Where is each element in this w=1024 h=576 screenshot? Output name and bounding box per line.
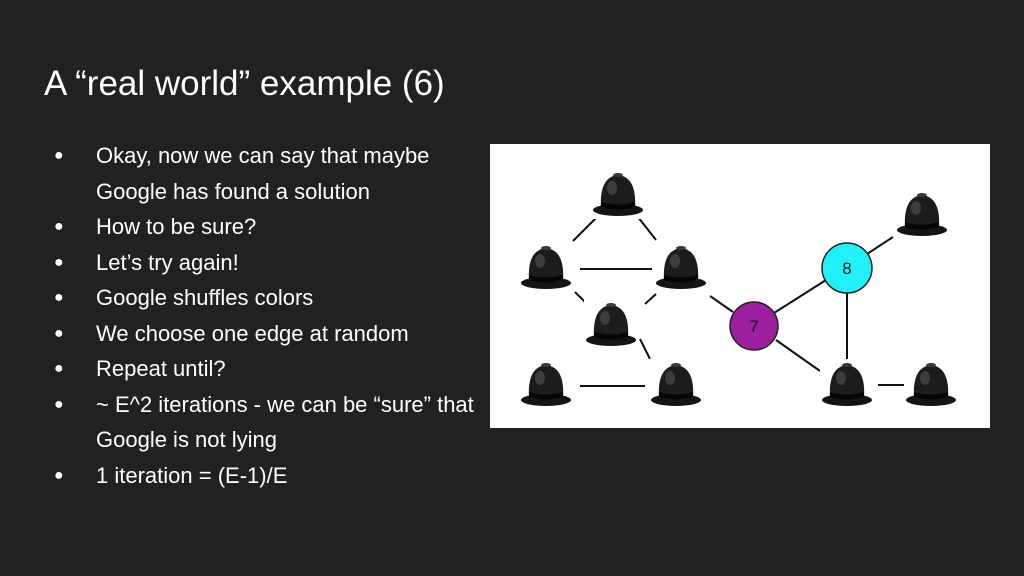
bowler-hat-icon [519,359,573,409]
graph-edges [572,216,904,387]
bowler-hat-icon [591,169,645,219]
graph-edge [572,216,598,242]
bullet-dot-icon: ● [54,360,64,377]
bullet-item: ●1 iteration = (E-1)/E [54,458,474,494]
bullet-dot-icon: ● [54,253,64,271]
graph-figure: 7 8 [490,144,990,428]
bullet-item: ●How to be sure? [54,209,474,245]
graph-edge [709,295,734,313]
bullet-dot-icon: ● [54,395,64,413]
bowler-hat-icon [895,189,949,239]
bullet-dot-icon: ● [54,147,64,164]
graph-node-8: 8 [821,242,873,294]
bowler-hat-icon [649,359,703,409]
graph-diagram: 7 8 [519,169,958,409]
bullet-item: ●Let’s try again! [54,245,474,281]
graph-edge [637,216,657,241]
bullet-item: ●~ E^2 iterations - we can be “sure” tha… [54,387,474,458]
bowler-hat-icon [820,359,874,409]
graph-node-7: 7 [729,301,779,351]
node-8-circle [821,242,873,294]
bowler-hat-icon [519,242,573,292]
bullet-item: ●We choose one edge at random [54,316,474,352]
slide-title: A “real world” example (6) [44,64,445,103]
bowler-hat-icon [654,242,708,292]
bullet-dot-icon: ● [54,218,64,235]
graph-edge [775,339,821,372]
graph-nodes: 7 8 [519,169,958,409]
node-7-circle [729,301,779,351]
bullet-list: ●Okay, now we can say that maybe Google … [54,138,474,493]
bullet-dot-icon: ● [54,466,64,484]
bowler-hat-icon [584,299,638,349]
graph-edge [644,293,657,305]
graph-edge [639,338,651,360]
node-7-label: 7 [749,317,758,336]
bowler-hat-icon [904,359,958,409]
bullet-item: ●Google shuffles colors [54,280,474,316]
node-8-label: 8 [842,259,851,278]
graph-edge [866,236,894,255]
bullet-dot-icon: ● [54,289,64,306]
bullet-item: ●Repeat until? [54,351,474,387]
bullet-dot-icon: ● [54,324,64,342]
bullet-item: ●Okay, now we can say that maybe Google … [54,138,474,209]
graph-edge [773,279,827,314]
